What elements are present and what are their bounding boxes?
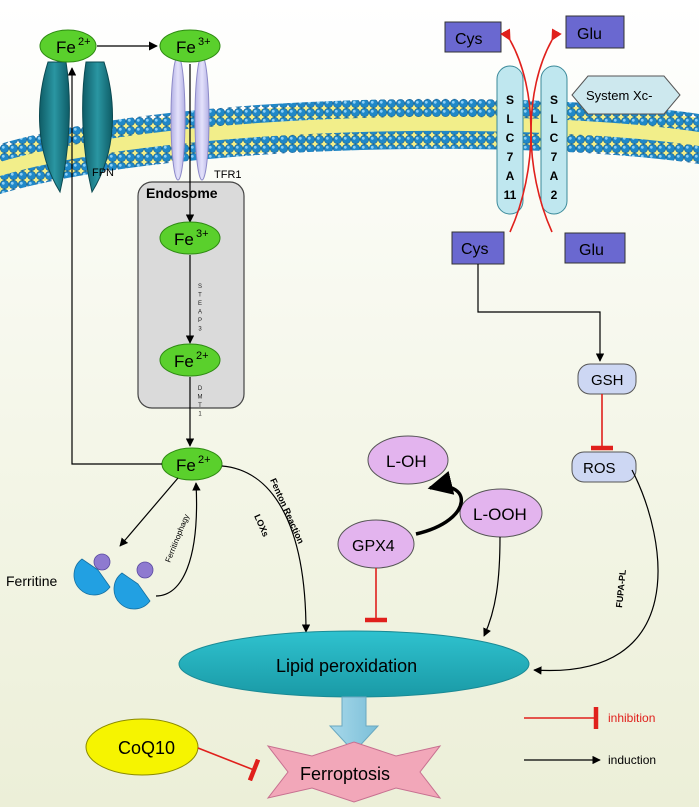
- dmt1-char: D: [198, 386, 203, 392]
- slc7a11-char: A: [506, 169, 515, 183]
- arrow-looh-to-loh: [415, 470, 464, 536]
- arrow-glu-export: [530, 28, 562, 233]
- cys-out-label: Cys: [455, 31, 483, 48]
- fe2-main-charge: 2+: [198, 454, 211, 466]
- endosome-label: Endosome: [146, 185, 218, 201]
- arrow-cys-to-gsh: [477, 264, 605, 362]
- legend-inhibition-label: inhibition: [608, 711, 655, 725]
- slc7a11-char: C: [506, 131, 515, 145]
- dmt1-label: DMT 1: [198, 386, 203, 418]
- steap3-char: 3: [198, 327, 202, 333]
- fe2-endo-base: Fe: [174, 352, 194, 371]
- fe2-top-charge: 2+: [78, 36, 91, 48]
- ferritine-label: Ferritine: [6, 573, 58, 589]
- tfr1-label: TFR1: [214, 169, 242, 181]
- slc7a2-label: SLC 7A 2: [550, 93, 559, 202]
- gsh-label: GSH: [591, 372, 624, 389]
- fpn-transporter: [39, 61, 113, 194]
- arrow-lipid-to-ferroptosis: [328, 696, 380, 753]
- slc7a2-char: C: [550, 131, 559, 145]
- glu-out-label: Glu: [577, 26, 602, 43]
- glu-extracellular-box: [565, 15, 625, 49]
- glu-in-label: Glu: [579, 242, 604, 259]
- coq10-label: CoQ10: [118, 738, 175, 758]
- steap3-char: A: [198, 310, 202, 316]
- cys-extracellular-box: [444, 21, 502, 53]
- ferritinophagy-label: Ferritinophagy: [164, 513, 192, 564]
- dmt1-char: M: [198, 395, 203, 401]
- fupa-label: FUPA-PL: [614, 569, 628, 609]
- fe3-top-base: Fe: [176, 38, 196, 57]
- ferroptosis-burst: [266, 741, 442, 803]
- steap3-char: S: [198, 284, 202, 290]
- fe3-extracellular: Fe 3+: [159, 29, 221, 63]
- fe2-labile-pool: Fe 2+: [161, 447, 223, 481]
- glu-intracellular-box: [564, 232, 626, 264]
- cys-intracellular-box: [451, 231, 505, 265]
- slc7a2-char: L: [550, 112, 557, 126]
- arrow-looh-to-lipid: [483, 536, 501, 637]
- arrow-fenton: [221, 465, 311, 633]
- fe3-endosome: Fe 3+: [159, 221, 221, 255]
- fpn-label: FPN: [92, 167, 114, 179]
- arrow-ferritinophagy: [155, 482, 201, 597]
- legend-induction-label: induction: [608, 753, 656, 767]
- steap3-char: P: [198, 318, 202, 324]
- slc7a11-char: L: [506, 112, 513, 126]
- ros-label: ROS: [583, 460, 616, 477]
- steap3-char: T: [198, 293, 202, 299]
- slc7a2-transporter: [540, 65, 568, 215]
- slc7a2-char: A: [550, 169, 559, 183]
- fenton-label: Fenton Reaction: [268, 477, 306, 545]
- fe3-endo-base: Fe: [174, 230, 194, 249]
- slc7a11-char: 7: [507, 150, 514, 164]
- ros-node: [571, 451, 637, 483]
- gpx4-label: GPX4: [352, 538, 395, 555]
- legend: inhibition induction: [524, 706, 656, 767]
- fe3-top-charge: 3+: [198, 36, 211, 48]
- loxs-label: LOXs: [252, 513, 271, 539]
- slc7a2-char: 2: [551, 188, 558, 202]
- system-xc-tag: [571, 75, 681, 115]
- coq10-node: [85, 718, 199, 776]
- arrow-fe2-export: [67, 67, 162, 465]
- fe2-extracellular: Fe 2+: [39, 29, 97, 63]
- fe2-top-base: Fe: [56, 38, 76, 57]
- looh-node: [459, 488, 543, 538]
- looh-label: L-OOH: [473, 505, 527, 524]
- slc7a11-char: 11: [504, 188, 517, 202]
- system-xc-label: System Xc-: [586, 88, 652, 103]
- loh-label: L-OH: [386, 452, 427, 471]
- ferritin-loaded-icon: [113, 561, 154, 610]
- fe2-endosome: Fe 2+: [159, 343, 221, 377]
- fe2-endo-charge: 2+: [196, 350, 209, 362]
- fe3-endo-charge: 3+: [196, 228, 209, 240]
- slc7a11-label: SLC 7A 11: [504, 93, 517, 202]
- slc7a2-char: 7: [551, 150, 558, 164]
- cys-in-label: Cys: [461, 241, 489, 258]
- fe2-main-base: Fe: [176, 456, 196, 475]
- slc7a11-char: S: [506, 93, 514, 107]
- dmt1-char: 1: [198, 412, 202, 418]
- arrow-ros-to-lipid: [533, 469, 659, 675]
- ferroptosis-label: Ferroptosis: [300, 764, 390, 784]
- lipid-peroxidation-label: Lipid peroxidation: [276, 656, 417, 676]
- slc7a2-char: S: [550, 93, 558, 107]
- gsh-node: [577, 363, 637, 395]
- ferritin-empty-icon: [73, 553, 111, 596]
- dmt1-char: T: [198, 403, 202, 409]
- inhibit-coq10-ferroptosis: [197, 747, 261, 782]
- arrow-fe2-to-ferritin: [119, 477, 179, 547]
- slc7a11-transporter: [496, 65, 524, 215]
- steap3-char: E: [198, 301, 202, 307]
